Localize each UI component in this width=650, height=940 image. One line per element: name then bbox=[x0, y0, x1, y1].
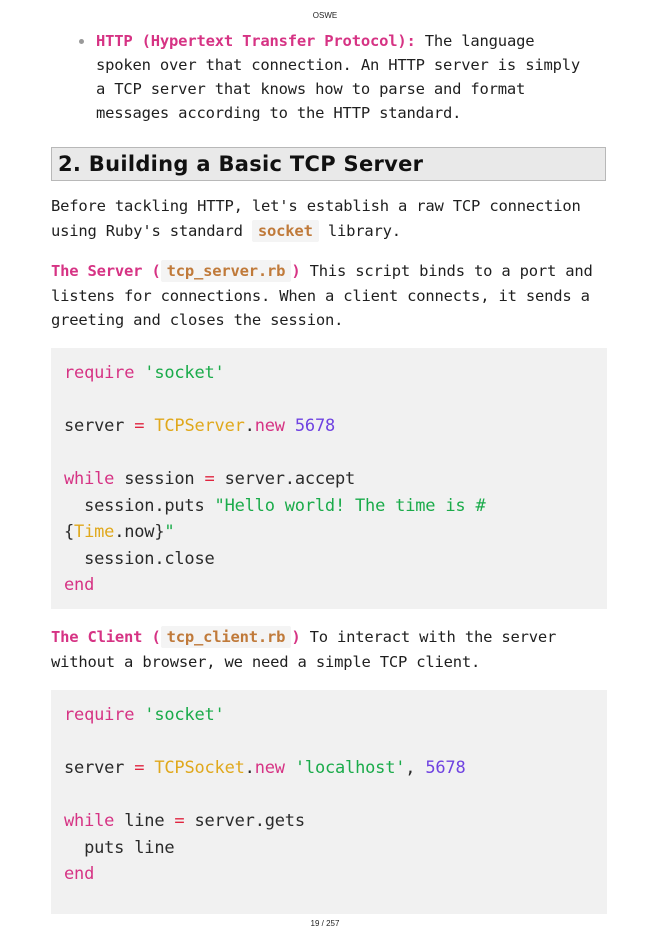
code-token: new bbox=[254, 416, 285, 436]
code-token: = bbox=[204, 469, 215, 489]
code-token bbox=[134, 705, 144, 725]
code-line: while line = server.gets bbox=[64, 808, 594, 835]
paren-open: ( bbox=[142, 262, 161, 280]
paren-close: ) bbox=[291, 628, 301, 646]
code-token: server.gets bbox=[184, 811, 305, 831]
server-description: This script binds to a port and listens … bbox=[51, 262, 593, 329]
code-token: while bbox=[64, 811, 115, 831]
code-token: require bbox=[64, 705, 135, 725]
code-token bbox=[285, 416, 295, 436]
code-token: TCPSocket bbox=[154, 758, 245, 778]
code-token: Time bbox=[74, 522, 115, 542]
code-token bbox=[285, 758, 295, 778]
intro-text: Before tackling HTTP, let's establish a … bbox=[51, 197, 581, 240]
code-token: = bbox=[134, 758, 145, 778]
server-label: The Server bbox=[51, 262, 143, 280]
code-token: end bbox=[64, 864, 95, 884]
code-line: server = TCPSocket.new 'localhost', 5678 bbox=[64, 755, 594, 782]
code-line: require 'socket' bbox=[64, 360, 594, 387]
code-line bbox=[64, 387, 594, 414]
intro-text-end: library. bbox=[318, 221, 401, 240]
term-label: HTTP (Hypertext Transfer Protocol): bbox=[96, 32, 416, 50]
code-token bbox=[134, 363, 144, 383]
code-token: session bbox=[114, 469, 205, 489]
code-line: server = TCPServer.new 5678 bbox=[64, 413, 594, 440]
server-filename: tcp_server.rb bbox=[160, 260, 292, 282]
paren-close: ) bbox=[291, 262, 301, 280]
code-token: while bbox=[64, 469, 115, 489]
term-description: The language spoken over that connection… bbox=[96, 32, 580, 122]
section-heading: 2. Building a Basic TCP Server bbox=[51, 147, 606, 181]
client-label: The Client bbox=[51, 628, 143, 646]
code-token: "Hello world! The time is # bbox=[214, 495, 486, 516]
code-token: 'socket' bbox=[144, 363, 225, 383]
code-token: server bbox=[64, 758, 135, 778]
code-token: puts line bbox=[64, 837, 175, 858]
code-line: end bbox=[64, 861, 594, 888]
code-token bbox=[144, 416, 154, 436]
paren-open: ( bbox=[142, 628, 161, 646]
code-line: end bbox=[64, 572, 594, 599]
code-token: .now} bbox=[114, 522, 165, 542]
code-line: puts line bbox=[64, 835, 594, 862]
code-token: . bbox=[244, 758, 255, 778]
code-token: " bbox=[164, 522, 175, 542]
client-filename: tcp_client.rb bbox=[160, 626, 292, 648]
code-line bbox=[64, 440, 594, 467]
code-line: session.close bbox=[64, 546, 594, 573]
intro-paragraph: Before tackling HTTP, let's establish a … bbox=[51, 194, 611, 243]
page-number: 19 / 257 bbox=[310, 919, 340, 928]
code-line: require 'socket' bbox=[64, 702, 594, 729]
code-line bbox=[64, 782, 594, 809]
bullet-list: HTTP (Hypertext Transfer Protocol): The … bbox=[78, 29, 598, 125]
inline-code-socket: socket bbox=[251, 219, 319, 242]
client-description: To interact with the server without a br… bbox=[51, 628, 557, 671]
code-line: session.puts "Hello world! The time is # bbox=[64, 493, 594, 520]
code-token bbox=[144, 758, 154, 778]
code-line: {Time.now}" bbox=[64, 519, 594, 546]
list-item: HTTP (Hypertext Transfer Protocol): The … bbox=[78, 29, 598, 125]
code-token: = bbox=[134, 416, 145, 436]
code-token: line bbox=[114, 811, 175, 831]
code-token: , bbox=[405, 758, 426, 778]
code-token: TCPServer bbox=[154, 416, 245, 436]
code-token: 'localhost' bbox=[294, 758, 406, 778]
code-token: session.close bbox=[64, 548, 215, 569]
client-paragraph: The Client (tcp_client.rb) To interact w… bbox=[51, 625, 611, 674]
running-header: OSWE bbox=[312, 11, 338, 20]
code-token: 5678 bbox=[294, 416, 336, 436]
code-token: . bbox=[244, 416, 255, 436]
code-token: server.accept bbox=[214, 469, 356, 489]
code-line bbox=[64, 729, 594, 756]
code-line: while session = server.accept bbox=[64, 466, 594, 493]
code-token: new bbox=[254, 758, 285, 778]
bullet-icon bbox=[79, 39, 84, 44]
server-code-block: require 'socket' server = TCPServer.new … bbox=[51, 348, 607, 609]
code-token: session.puts bbox=[64, 495, 215, 516]
code-token: 'socket' bbox=[144, 705, 225, 725]
client-code-block: require 'socket' server = TCPSocket.new … bbox=[51, 690, 607, 914]
code-token: 5678 bbox=[425, 758, 466, 778]
server-paragraph: The Server (tcp_server.rb) This script b… bbox=[51, 259, 611, 333]
code-token: { bbox=[64, 522, 75, 542]
code-token: server bbox=[64, 416, 135, 436]
code-token: end bbox=[64, 575, 95, 595]
code-token: require bbox=[64, 363, 135, 383]
code-token: = bbox=[174, 811, 185, 831]
